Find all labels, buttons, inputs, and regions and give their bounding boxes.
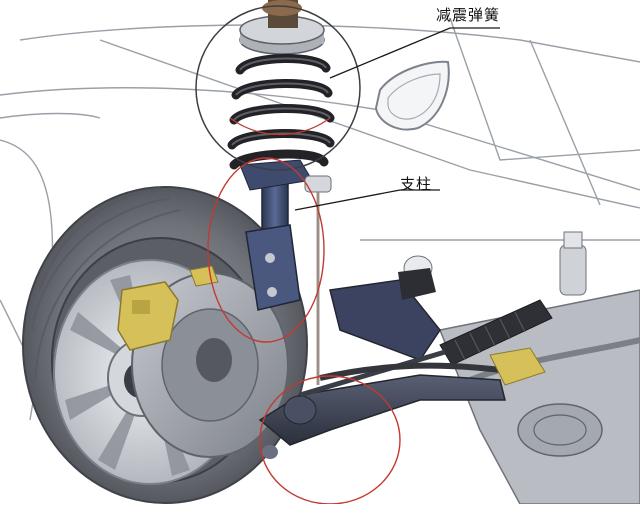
steering-boot	[299, 299, 553, 398]
leader-lines	[294, 27, 500, 211]
car-body-outline	[0, 17, 640, 431]
brake-caliper	[117, 265, 219, 351]
side-mirror	[374, 60, 450, 131]
sway-bar	[319, 255, 546, 386]
lower-control-arm	[258, 279, 506, 459]
label-strut: 支柱	[400, 175, 433, 193]
label-shock-spring: 减震弹簧	[436, 6, 501, 24]
top-mount	[239, 0, 325, 55]
